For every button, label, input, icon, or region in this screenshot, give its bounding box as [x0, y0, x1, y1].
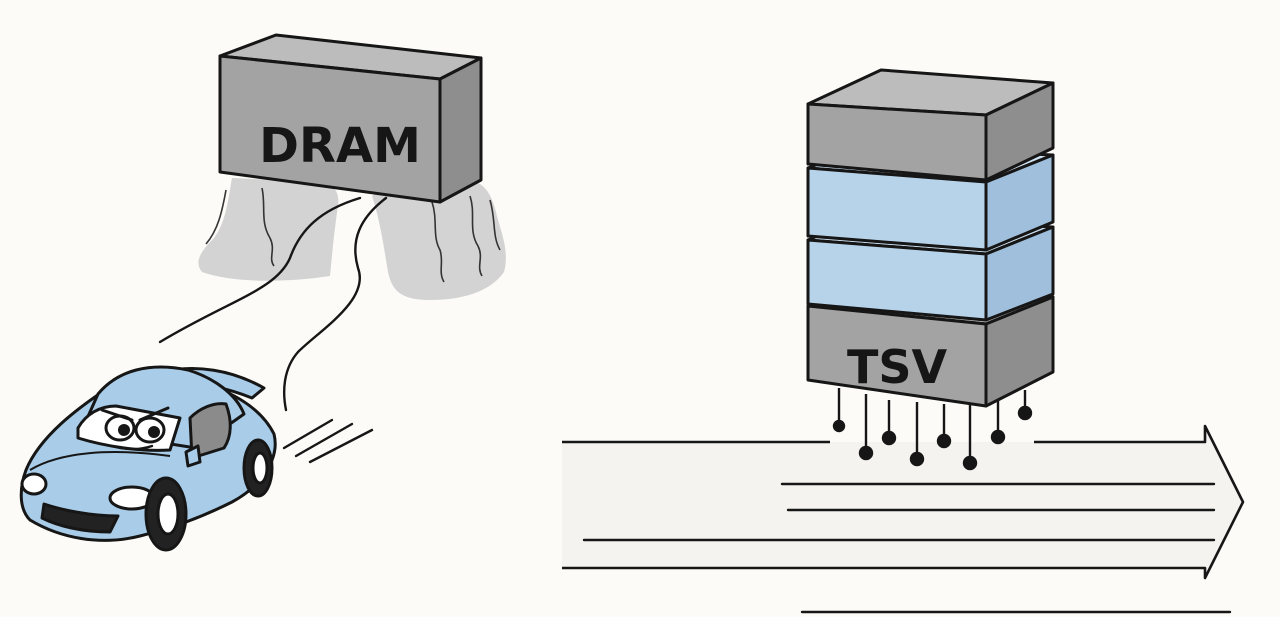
- dram-chip: [218, 33, 483, 204]
- tsv-label: TSV: [847, 340, 948, 394]
- car-headlight-left: [20, 472, 48, 496]
- car: [19, 365, 277, 552]
- dust-cracks: [205, 187, 501, 283]
- dust-cloud: [198, 178, 506, 300]
- car-face: [100, 406, 170, 451]
- tsv-top-layer: [806, 68, 1055, 182]
- dram-scene: DRAM: [19, 33, 506, 552]
- speed-arrow: [562, 424, 1245, 614]
- dram-label: DRAM: [259, 118, 421, 174]
- motion-trails: [158, 196, 388, 464]
- tsv-scene: TSV: [562, 68, 1245, 614]
- car-side-window: [188, 402, 232, 460]
- tsv-pins: [832, 388, 1033, 471]
- car-grille: [40, 502, 120, 534]
